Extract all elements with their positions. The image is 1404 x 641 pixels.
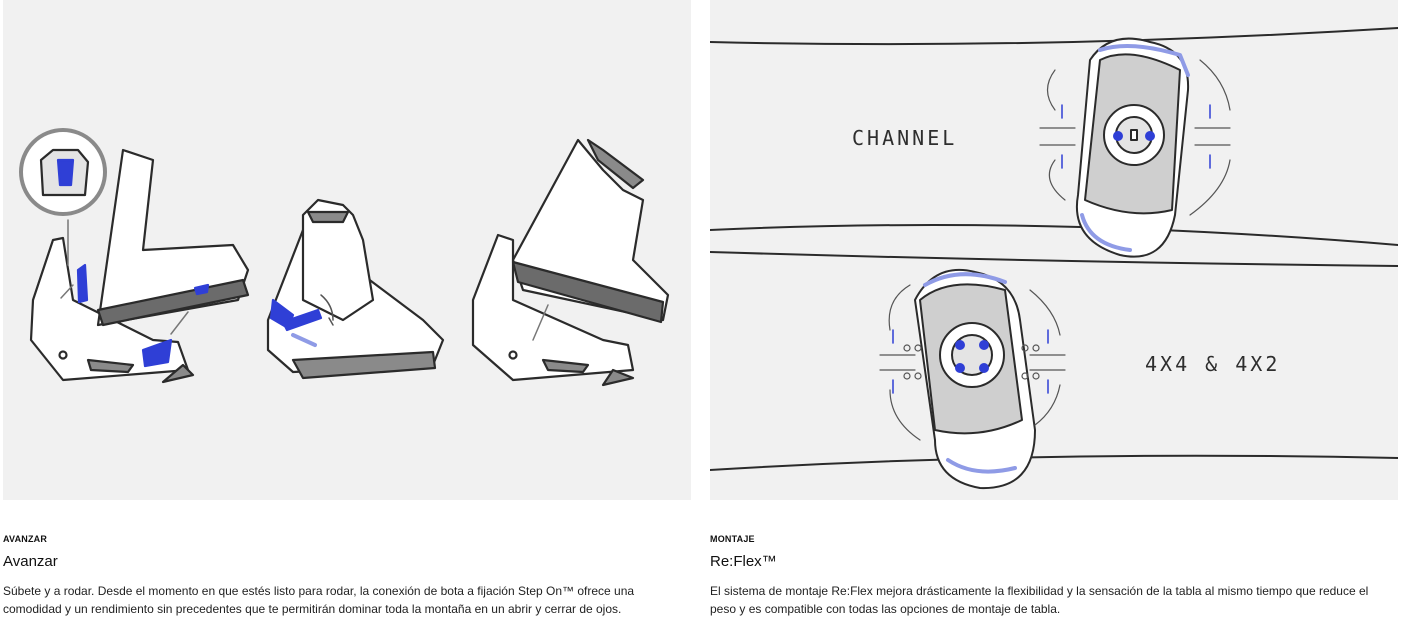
section-eyebrow: AVANZAR (3, 534, 48, 544)
step-on-binding-drawing (19, 128, 670, 387)
feature-card-avanzar: AVANZAR Avanzar Súbete y a rodar. Desde … (3, 0, 691, 616)
4x4-arrows (879, 284, 1066, 441)
channel-binding (1075, 37, 1190, 258)
binding-1 (29, 148, 250, 384)
feature-card-reflex: CHANNEL 4X4 & 4X2 MONTAJE Re:Flex™ El si… (710, 0, 1398, 616)
section-title: Re:Flex™ (710, 553, 777, 570)
section-title: Avanzar (3, 553, 58, 570)
reflex-mount-drawing (710, 27, 1398, 490)
board-bottom-upper-edge (710, 251, 1398, 267)
section-description: El sistema de montaje Re:Flex mejora drá… (710, 584, 1369, 616)
4x4-label: 4X4 & 4X2 (1145, 352, 1281, 376)
4x4-blue-arrows (892, 329, 1049, 394)
board-top-edge (710, 27, 1398, 46)
reflex-illustration: CHANNEL 4X4 & 4X2 (710, 0, 1398, 500)
4x4-binding (914, 268, 1036, 490)
channel-blue-arrows (1061, 104, 1211, 169)
section-eyebrow: MONTAJE (710, 534, 755, 544)
channel-label: CHANNEL (852, 126, 958, 150)
board-top-lower-edge (710, 224, 1398, 246)
section-description: Súbete y a rodar. Desde el momento en qu… (3, 584, 635, 616)
step-on-illustration (3, 0, 691, 500)
board-bottom-edge (710, 454, 1398, 471)
zoom-detail-circle (19, 128, 107, 216)
binding-2 (266, 198, 445, 380)
channel-arrows (1039, 59, 1231, 216)
binding-3 (471, 138, 670, 387)
